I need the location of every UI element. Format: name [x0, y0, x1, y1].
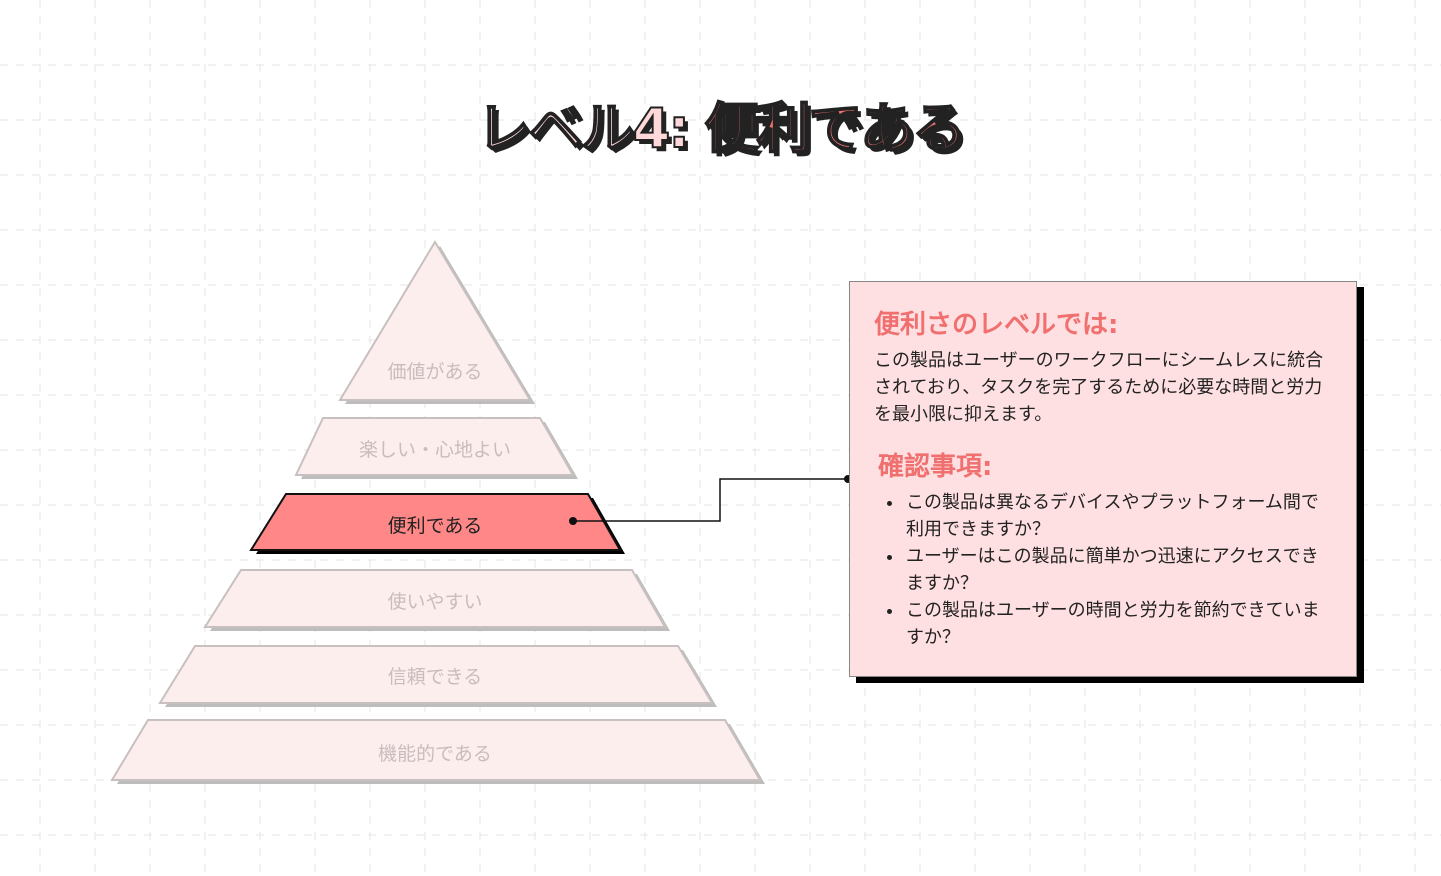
pyramid-label-2: 便利である [387, 515, 483, 537]
pyramid-layer-1[interactable] [294, 417, 575, 476]
pyramid-layer-5[interactable] [110, 719, 762, 781]
pyramid-label-3: 使いやすい [387, 591, 483, 613]
title-prefix: レベル4: [476, 96, 691, 161]
checklist-item: この製品はユーザーの時間と労力を節約できていますか？ [904, 597, 1332, 651]
info-box: 便利さのレベルでは: この製品はユーザーのワークフローにシームレスに統合されてお… [849, 281, 1357, 677]
page-title: レベル4: 便利である [0, 84, 1441, 163]
info-heading: 便利さのレベルでは: [874, 310, 1119, 340]
connector-line [573, 478, 848, 522]
checklist-item: この製品は異なるデバイスやプラットフォーム間で利用できますか？ [904, 489, 1332, 543]
pyramid-layer-0[interactable] [338, 240, 532, 401]
checklist-heading: 確認事項: [878, 452, 993, 482]
pyramid-layer-2[interactable] [249, 493, 622, 551]
checklist-item: ユーザーはこの製品に簡単かつ迅速にアクセスできますか？ [904, 543, 1332, 597]
checklist: この製品は異なるデバイスやプラットフォーム間で利用できますか？ ユーザーはこの製… [874, 489, 1332, 651]
pyramid-label-4: 信頼できる [387, 666, 483, 688]
connector-dot [569, 517, 577, 525]
title-main: 便利である [704, 96, 967, 161]
info-body: この製品はユーザーのワークフローにシームレスに統合されており、タスクを完了するた… [874, 350, 1324, 425]
pyramid-layer-4[interactable] [158, 645, 714, 704]
pyramid-label-0: 価値がある [387, 361, 483, 383]
pyramid-layer-3[interactable] [203, 569, 667, 628]
pyramid-label-5: 機能的である [378, 743, 492, 765]
pyramid-label-1: 楽しい・心地よい [358, 439, 511, 461]
